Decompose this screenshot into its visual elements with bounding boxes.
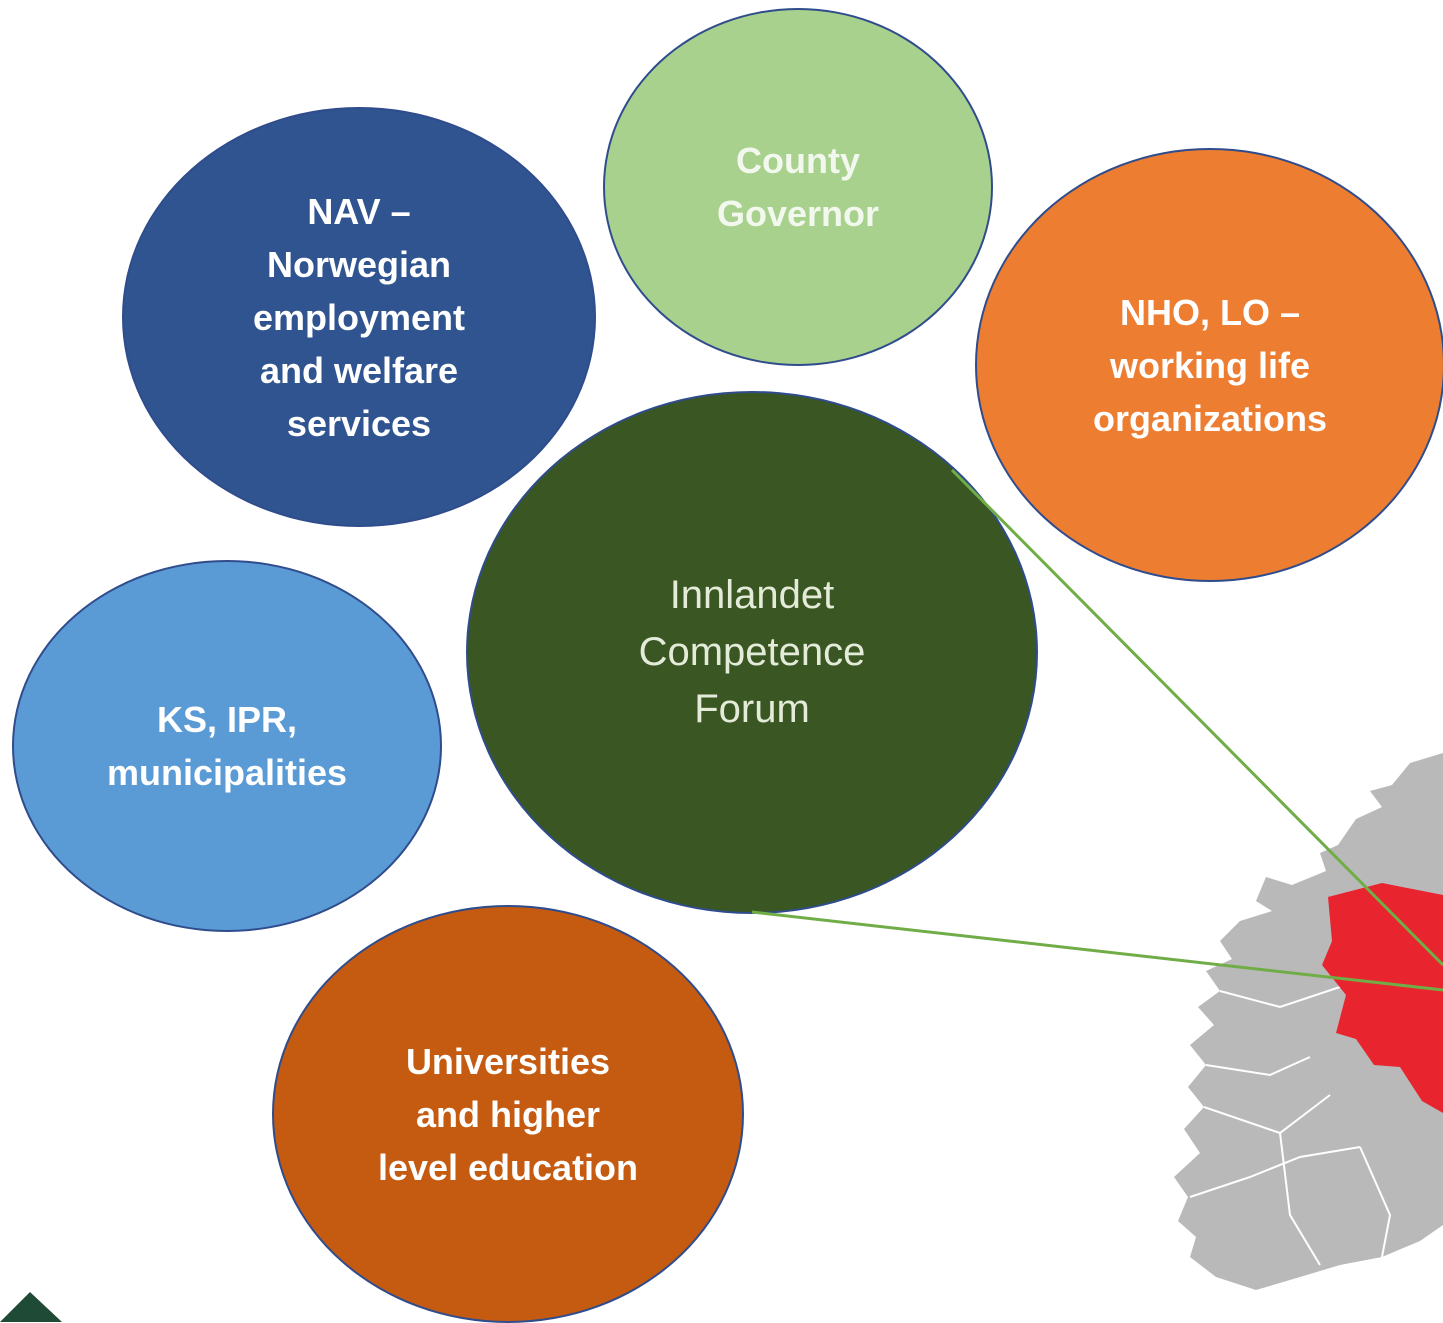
universities-bubble: Universities and higher level education <box>272 905 744 1323</box>
county-governor-label: County Governor <box>716 140 880 234</box>
nav-bubble: NAV – Norwegian employment and welfare s… <box>122 107 596 527</box>
nho-lo-label: NHO, LO – working life organizations <box>1092 291 1328 439</box>
connector-line-upper <box>950 468 1443 967</box>
logo-mark <box>0 1292 62 1322</box>
nho-lo-bubble: NHO, LO – working life organizations <box>975 148 1443 582</box>
competence-forum-bubble: Innlandet Competence Forum <box>466 391 1038 914</box>
ks-ipr-label: KS, IPR, municipalities <box>106 699 348 793</box>
logo-triangle <box>0 1292 62 1322</box>
competence-forum-label: Innlandet Competence Forum <box>638 573 866 731</box>
ks-ipr-bubble: KS, IPR, municipalities <box>12 560 442 932</box>
innlandet-region <box>1322 883 1443 1113</box>
map-borders <box>1189 986 1392 1266</box>
universities-label: Universities and higher level education <box>377 1040 639 1188</box>
county-governor-bubble: County Governor <box>603 8 993 366</box>
connector-line-lower <box>751 910 1443 992</box>
nav-label: NAV – Norwegian employment and welfare s… <box>252 190 466 444</box>
norway-map <box>1174 753 1443 1290</box>
